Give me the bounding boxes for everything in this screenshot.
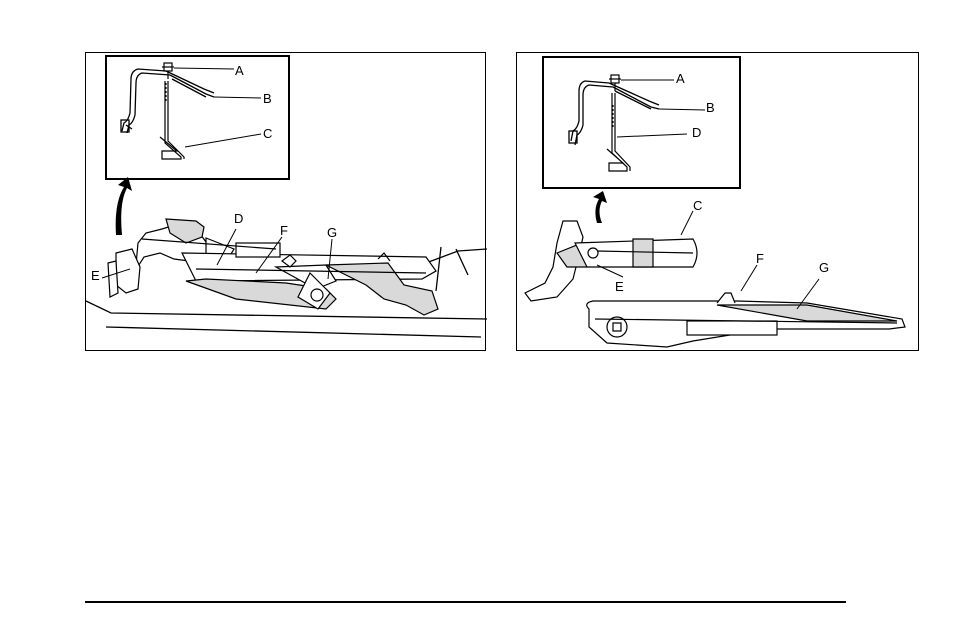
callout-d: D [234, 212, 243, 225]
callout-f: F [756, 252, 764, 265]
left-illustration-frame: A B C D F G E [85, 52, 486, 351]
callout-b: B [706, 101, 715, 114]
callout-g: G [819, 261, 829, 274]
right-illustration-frame: A B D C F G E [516, 52, 919, 351]
callout-b: B [263, 92, 272, 105]
left-illustration [86, 53, 487, 352]
right-illustration [517, 53, 920, 352]
callout-e: E [91, 269, 100, 282]
curved-arrow-icon [593, 191, 607, 223]
callout-d: D [692, 126, 701, 139]
jack-assembly [108, 219, 438, 315]
handle-pan [587, 293, 905, 347]
inset-box [543, 57, 740, 188]
callout-c: C [263, 127, 272, 140]
callout-a: A [235, 64, 244, 77]
callout-e: E [615, 280, 624, 293]
callout-g: G [327, 226, 337, 239]
callout-f: F [280, 224, 288, 237]
footer-rule [85, 601, 846, 603]
jack [525, 221, 697, 301]
inset-box [106, 56, 289, 179]
curved-arrow-icon [116, 177, 132, 235]
callout-c: C [693, 199, 702, 212]
callout-a: A [676, 72, 685, 85]
